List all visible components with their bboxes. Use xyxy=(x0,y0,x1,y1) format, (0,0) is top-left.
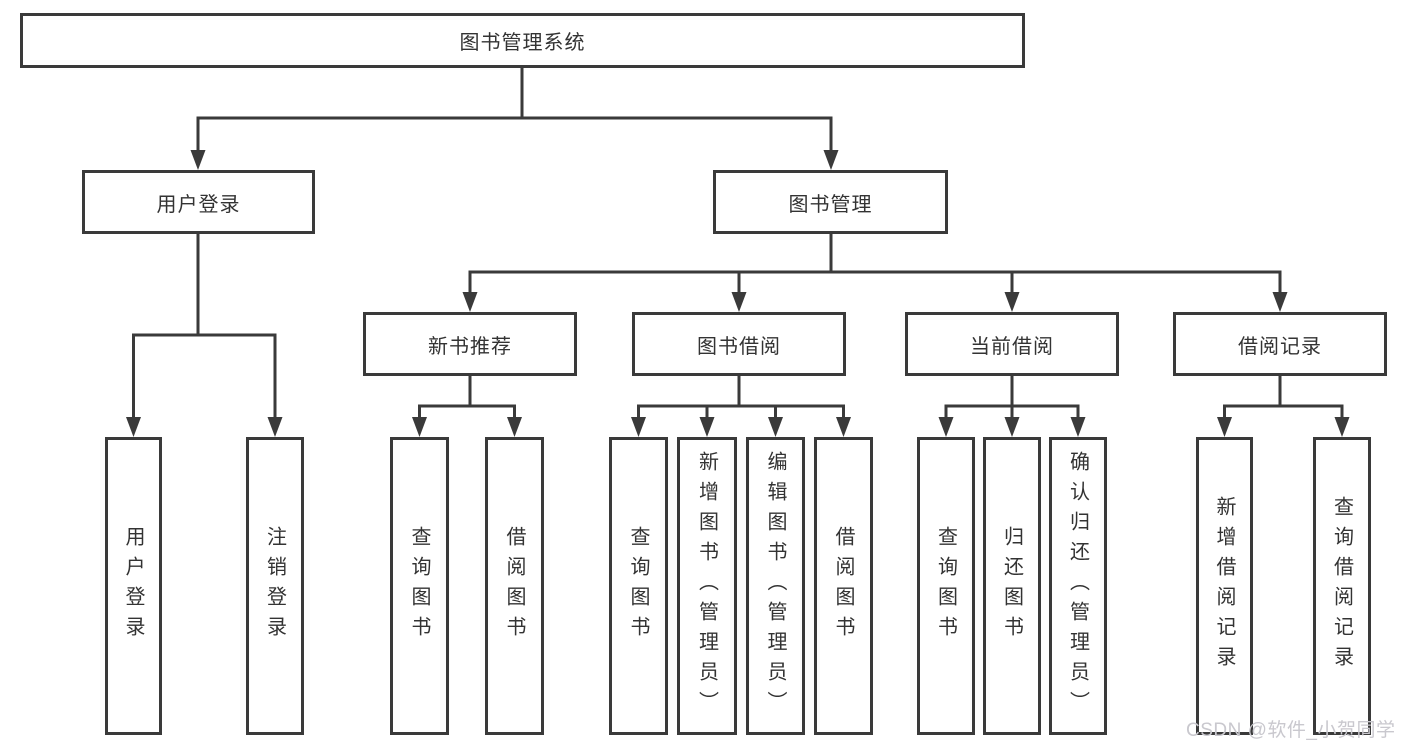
leaf-borrow-borrow-books: 借阅图书 xyxy=(814,437,873,735)
leaf-newbook-borrow-books: 借阅图书 xyxy=(485,437,544,735)
leaf-borrow-edit-books-admin: 编辑图书（管理员） xyxy=(746,437,805,735)
leaf-current-return-books: 归还图书 xyxy=(983,437,1041,735)
leaf-newbook-query-books: 查询图书 xyxy=(390,437,449,735)
node-book-borrowing: 图书借阅 xyxy=(632,312,846,376)
node-book-management: 图书管理 xyxy=(713,170,948,234)
leaf-logout: 注销登录 xyxy=(246,437,304,735)
node-system-root: 图书管理系统 xyxy=(20,13,1025,68)
node-borrowing-records: 借阅记录 xyxy=(1173,312,1387,376)
leaf-user-login: 用户登录 xyxy=(105,437,162,735)
leaf-records-query-record: 查询借阅记录 xyxy=(1313,437,1371,735)
leaf-borrow-query-books: 查询图书 xyxy=(609,437,668,735)
csdn-watermark: CSDN @软件_小贺同学 xyxy=(1186,720,1396,741)
arrowheads xyxy=(126,150,1350,437)
node-new-book-recommend: 新书推荐 xyxy=(363,312,577,376)
leaf-borrow-add-books-admin: 新增图书（管理员） xyxy=(677,437,737,735)
leaf-current-query-books: 查询图书 xyxy=(917,437,975,735)
node-user-login: 用户登录 xyxy=(82,170,315,234)
leaf-current-confirm-return-admin: 确认归还（管理员） xyxy=(1049,437,1107,735)
node-current-borrowing: 当前借阅 xyxy=(905,312,1119,376)
leaf-records-add-record: 新增借阅记录 xyxy=(1196,437,1253,735)
